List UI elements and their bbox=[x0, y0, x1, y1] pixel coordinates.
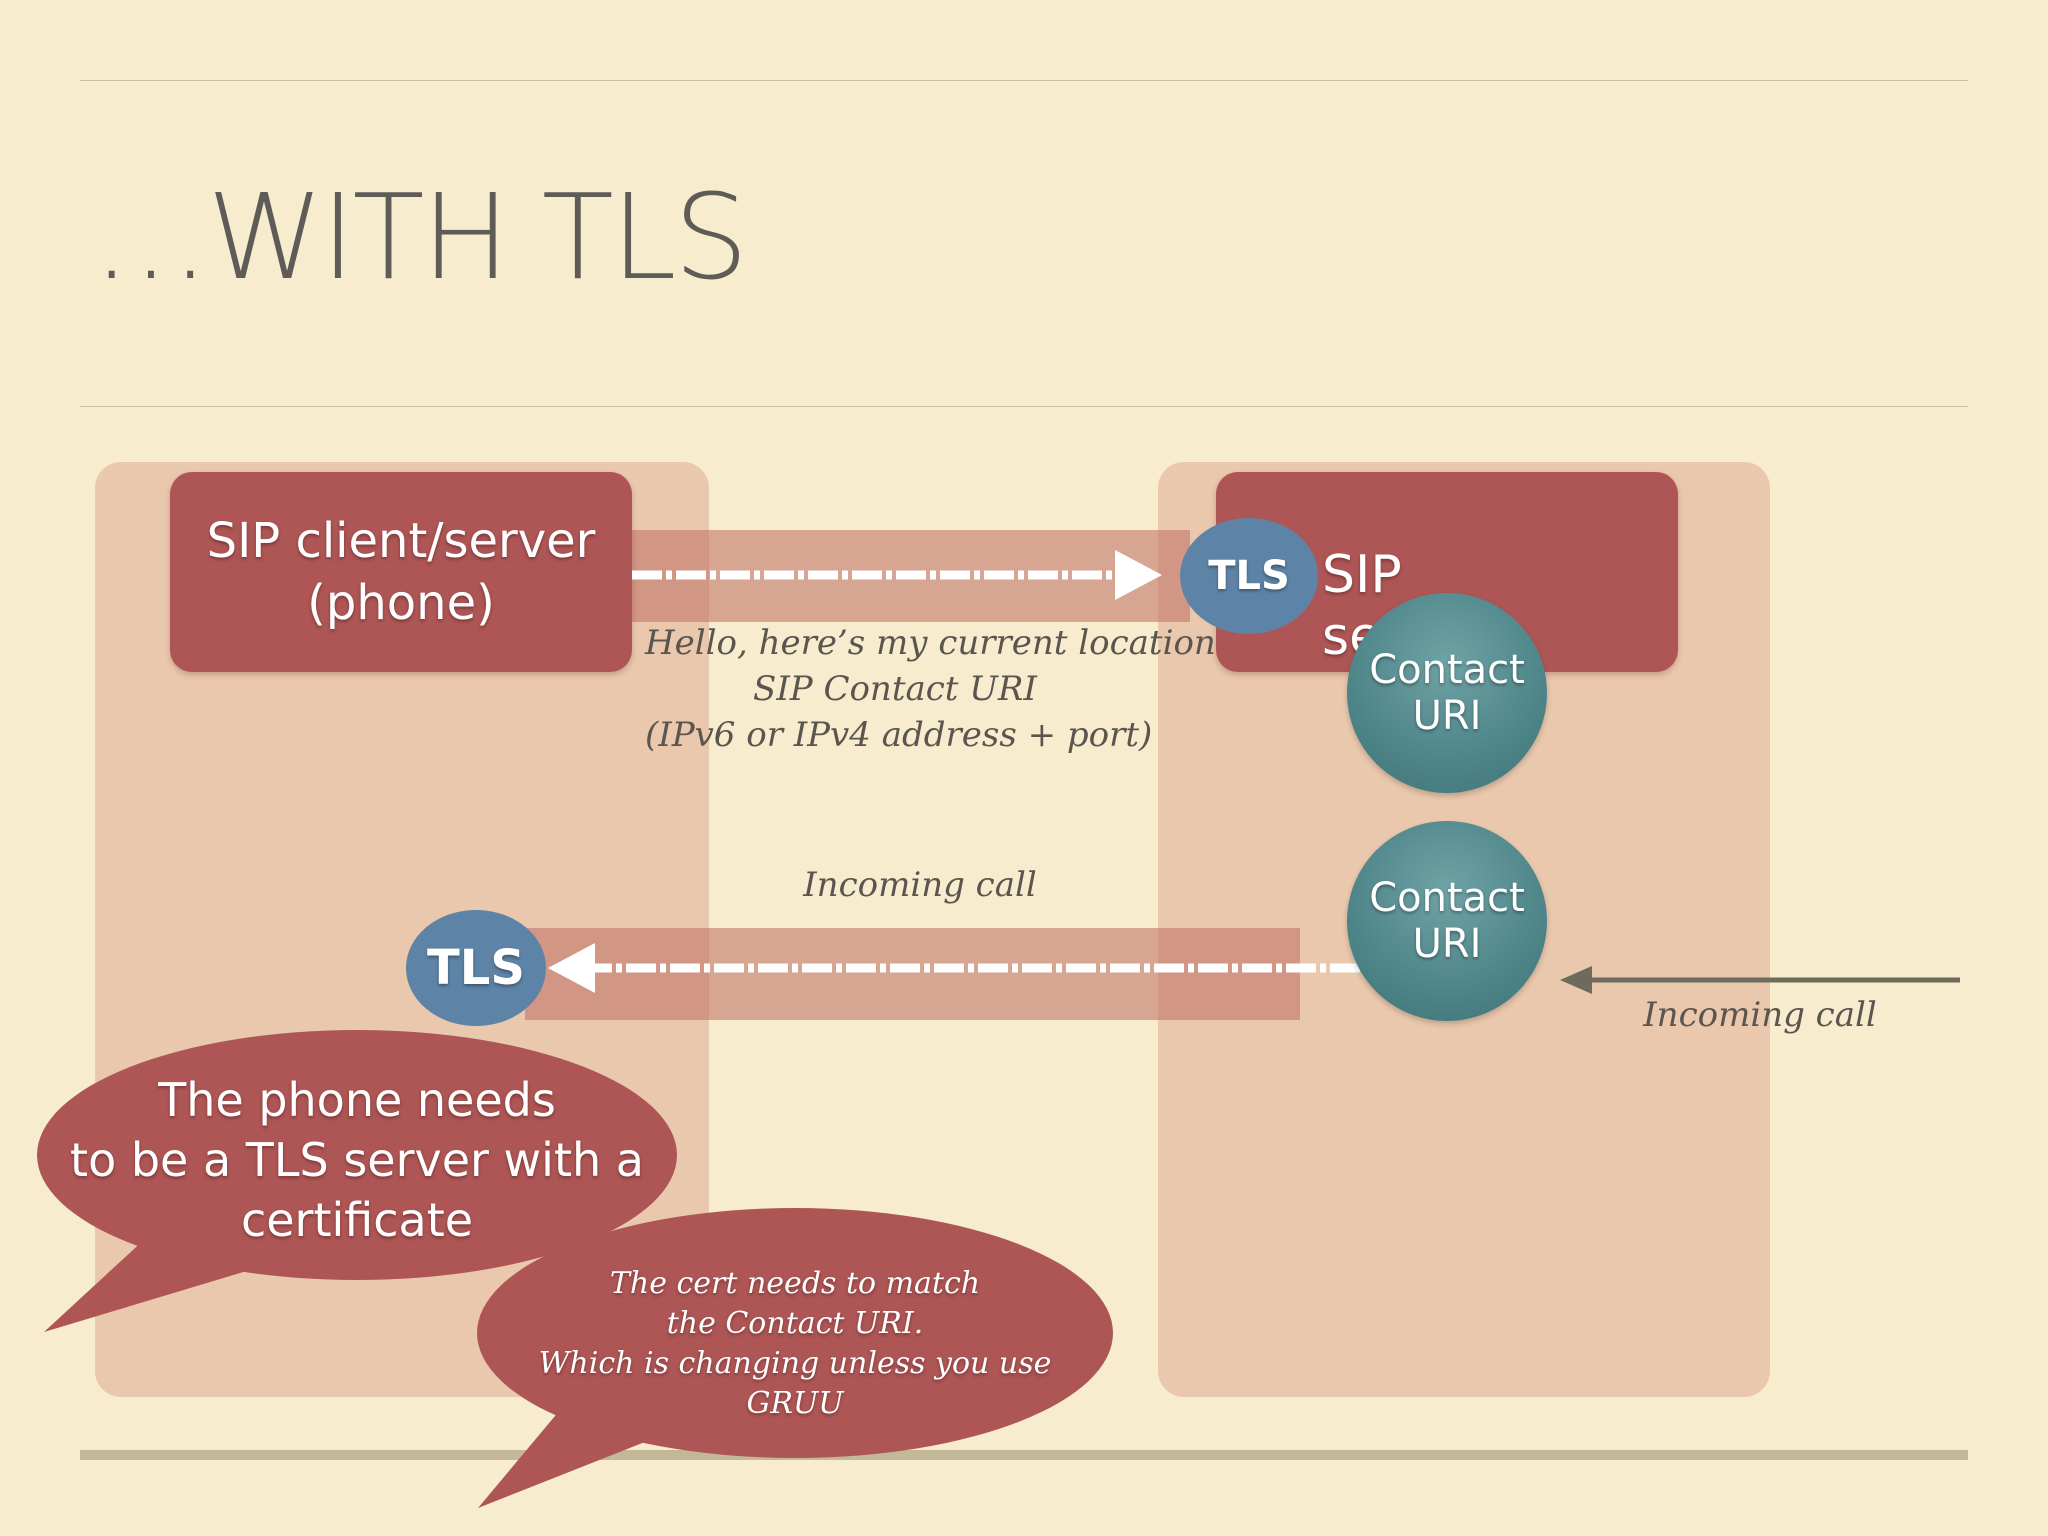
bubble-large bbox=[37, 1030, 677, 1280]
bottom-divider bbox=[80, 1450, 1968, 1460]
slide-title: …WITH TLS bbox=[92, 168, 749, 306]
contact-uri-registered-line2: URI bbox=[1412, 693, 1482, 739]
bubble-small-tail bbox=[478, 1410, 650, 1508]
contact-uri-incoming: Contact URI bbox=[1347, 821, 1547, 1021]
sip-client-label: SIP client/server (phone) bbox=[170, 510, 632, 634]
bubble-small-line3: Which is changing unless you use GRUU bbox=[538, 1346, 1052, 1421]
bubble-small-text: The cert needs to match the Contact URI.… bbox=[500, 1264, 1090, 1424]
sip-client-line1: SIP client/server bbox=[206, 513, 596, 569]
contact-uri-incoming-line1: Contact bbox=[1369, 875, 1525, 921]
incoming-arrow-head bbox=[548, 943, 595, 993]
top-divider bbox=[80, 80, 1968, 81]
tls-badge-server: TLS bbox=[1180, 518, 1318, 634]
title-divider bbox=[80, 406, 1968, 407]
register-note-line2: SIP Contact URI bbox=[753, 669, 1037, 709]
bubble-small-body bbox=[477, 1208, 1113, 1458]
external-call-arrow-head bbox=[1560, 966, 1592, 994]
bubble-large-line3: certificate bbox=[240, 1193, 474, 1247]
sip-client-line2: (phone) bbox=[307, 575, 495, 631]
tls-badge-client: TLS bbox=[406, 910, 546, 1026]
contact-uri-incoming-line2: URI bbox=[1412, 921, 1482, 967]
contact-uri-registered-line1: Contact bbox=[1369, 647, 1525, 693]
register-note-line1: Hello, here’s my current location bbox=[645, 623, 1216, 663]
bubble-large-line2: to be a TLS server with a bbox=[70, 1133, 644, 1187]
bubble-large-line1: The phone needs bbox=[158, 1073, 556, 1127]
bubble-small-line1: The cert needs to match bbox=[609, 1266, 981, 1301]
register-note: Hello, here’s my current location SIP Co… bbox=[645, 620, 1216, 758]
contact-uri-registered: Contact URI bbox=[1347, 593, 1547, 793]
incoming-call-label: Incoming call bbox=[803, 865, 1037, 905]
register-arrow-head bbox=[1115, 550, 1162, 600]
tls-badge-client-label: TLS bbox=[427, 940, 525, 996]
sip-client-box bbox=[170, 472, 632, 672]
tls-badge-server-label: TLS bbox=[1208, 553, 1290, 599]
incoming-call-band bbox=[525, 928, 1300, 1020]
bubble-small-line2: the Contact URI. bbox=[666, 1306, 924, 1341]
register-note-line3: (IPv6 or IPv4 address + port) bbox=[645, 715, 1153, 755]
bubble-large-text: The phone needs to be a TLS server with … bbox=[62, 1070, 652, 1250]
incoming-call-external-label: Incoming call bbox=[1643, 995, 1877, 1035]
